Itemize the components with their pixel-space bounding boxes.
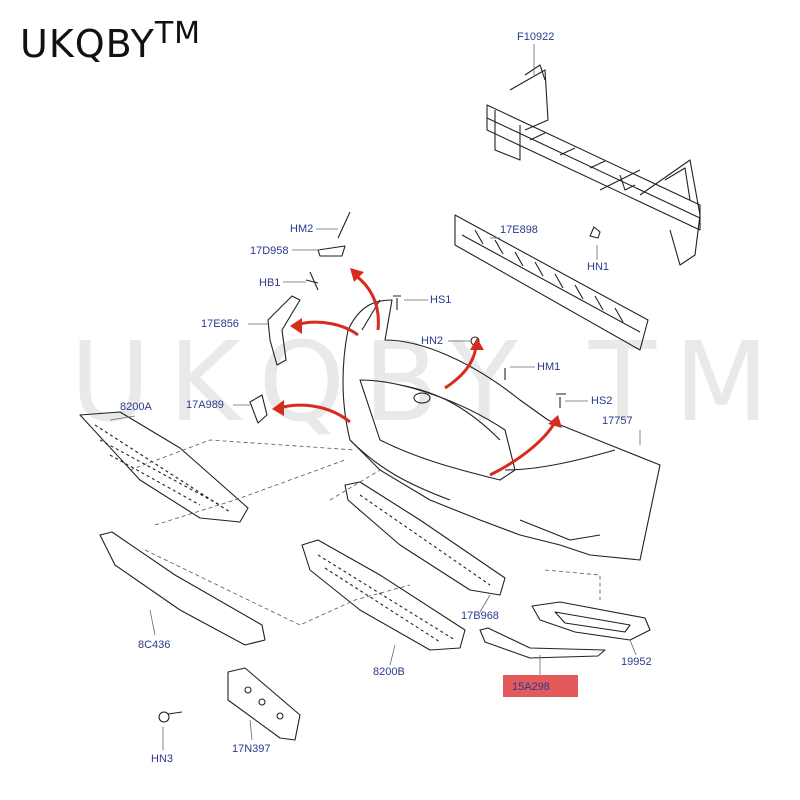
label-17A989: 17A989 xyxy=(186,399,224,411)
watermark: UKQBY TM xyxy=(70,318,787,446)
label-15A298: 15A298 xyxy=(512,681,550,693)
label-17B968: 17B968 xyxy=(461,610,499,622)
label-17D958: 17D958 xyxy=(250,245,289,257)
label-17E856: 17E856 xyxy=(201,318,239,330)
label-17E898: 17E898 xyxy=(500,224,538,236)
label-8C436: 8C436 xyxy=(138,639,171,651)
license-plate-bracket xyxy=(227,667,301,741)
small-bracket xyxy=(249,394,268,424)
highlight-box xyxy=(503,675,578,697)
label-HS1: HS1 xyxy=(430,294,452,306)
label-HN1: HN1 xyxy=(587,261,610,273)
label-HN2: HN2 xyxy=(421,335,444,347)
leader-lines xyxy=(109,44,641,750)
label-17757: 17757 xyxy=(602,415,633,427)
bumper-cover xyxy=(342,299,661,561)
lower-grille xyxy=(344,481,506,596)
grille-surround xyxy=(99,531,266,646)
label-HM1: HM1 xyxy=(537,361,561,373)
trim-strip xyxy=(479,627,606,659)
label-8200B: 8200B xyxy=(373,666,405,678)
brand-logo: UKQBYTM xyxy=(20,16,202,66)
sensor-bracket-parts xyxy=(305,211,351,291)
label-HB1: HB1 xyxy=(259,277,281,289)
label-HS2: HS2 xyxy=(591,395,613,407)
guide-lines xyxy=(129,439,601,626)
fog-lamp-bezel xyxy=(531,601,651,641)
label-F10922: F10922 xyxy=(517,31,555,43)
label-19952: 19952 xyxy=(621,656,652,668)
bumper-reinforcement-beam xyxy=(486,64,701,266)
label-8200A: 8200A xyxy=(120,401,152,413)
label-17N397: 17N397 xyxy=(232,743,271,755)
upper-grille xyxy=(79,411,249,523)
label-HN3: HN3 xyxy=(151,753,174,765)
center-grille xyxy=(301,539,466,651)
left-bracket xyxy=(267,295,301,366)
energy-absorber xyxy=(454,214,649,351)
arrow-heads xyxy=(272,268,562,428)
label-HM2: HM2 xyxy=(290,223,314,235)
